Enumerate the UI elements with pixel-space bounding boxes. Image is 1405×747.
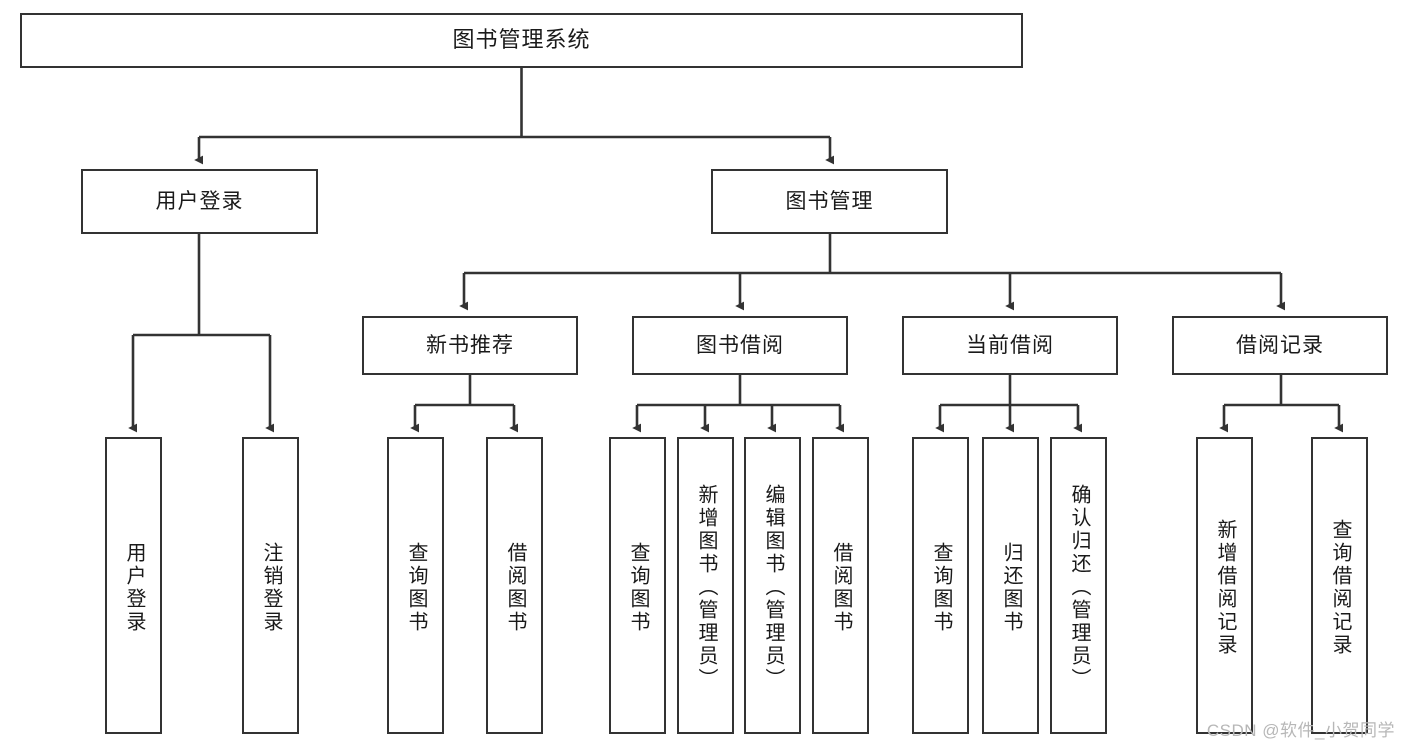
node-leaf-query-borrow-record[interactable]: 查询借阅记录 (1311, 437, 1368, 734)
node-label: 编辑图书（管理员） (762, 484, 784, 691)
node-label: 借阅图书 (830, 541, 852, 634)
node-leaf-borrow-book[interactable]: 借阅图书 (812, 437, 869, 734)
watermark: CSDN @软件_小贺同学 (1206, 721, 1395, 740)
node-leaf-logout-login[interactable]: 注销登录 (242, 437, 299, 734)
node-label: 新书推荐 (426, 333, 514, 357)
node-label: 图书借阅 (696, 333, 784, 357)
node-leaf-query-book-current[interactable]: 查询图书 (912, 437, 969, 734)
node-label: 注销登录 (260, 541, 282, 634)
node-leaf-user-login[interactable]: 用户登录 (105, 437, 162, 734)
node-label: 查询借阅记录 (1329, 518, 1351, 657)
node-leaf-confirm-return-admin[interactable]: 确认归还（管理员） (1050, 437, 1107, 734)
node-leaf-add-book-admin[interactable]: 新增图书（管理员） (677, 437, 734, 734)
node-user-login[interactable]: 用户登录 (81, 169, 318, 234)
node-label: 确认归还（管理员） (1068, 484, 1090, 691)
node-label: 用户登录 (123, 541, 145, 634)
node-label: 用户登录 (155, 189, 244, 213)
node-current-borrow[interactable]: 当前借阅 (902, 316, 1118, 375)
node-label: 借阅图书 (504, 541, 526, 634)
node-label: 借阅记录 (1236, 333, 1324, 357)
node-label: 当前借阅 (966, 333, 1054, 357)
node-label: 查询图书 (930, 541, 952, 634)
node-label: 图书管理 (785, 189, 874, 213)
node-leaf-query-book-borrow[interactable]: 查询图书 (609, 437, 666, 734)
node-leaf-edit-book-admin[interactable]: 编辑图书（管理员） (744, 437, 801, 734)
node-leaf-return-book[interactable]: 归还图书 (982, 437, 1039, 734)
node-new-book-recommend[interactable]: 新书推荐 (362, 316, 578, 375)
node-leaf-borrow-book-recommend[interactable]: 借阅图书 (486, 437, 543, 734)
node-leaf-add-borrow-record[interactable]: 新增借阅记录 (1196, 437, 1253, 734)
node-leaf-query-book-recommend[interactable]: 查询图书 (387, 437, 444, 734)
node-label: 查询图书 (627, 541, 649, 634)
node-label: 新增借阅记录 (1214, 518, 1236, 657)
node-label: 图书管理系统 (452, 27, 591, 53)
node-label: 查询图书 (405, 541, 427, 634)
node-label: 归还图书 (1000, 541, 1022, 634)
node-book-borrow[interactable]: 图书借阅 (632, 316, 848, 375)
node-label: 新增图书（管理员） (695, 484, 717, 691)
node-book-management[interactable]: 图书管理 (711, 169, 948, 234)
node-borrow-record[interactable]: 借阅记录 (1172, 316, 1388, 375)
node-root-book-management-system[interactable]: 图书管理系统 (20, 13, 1023, 68)
